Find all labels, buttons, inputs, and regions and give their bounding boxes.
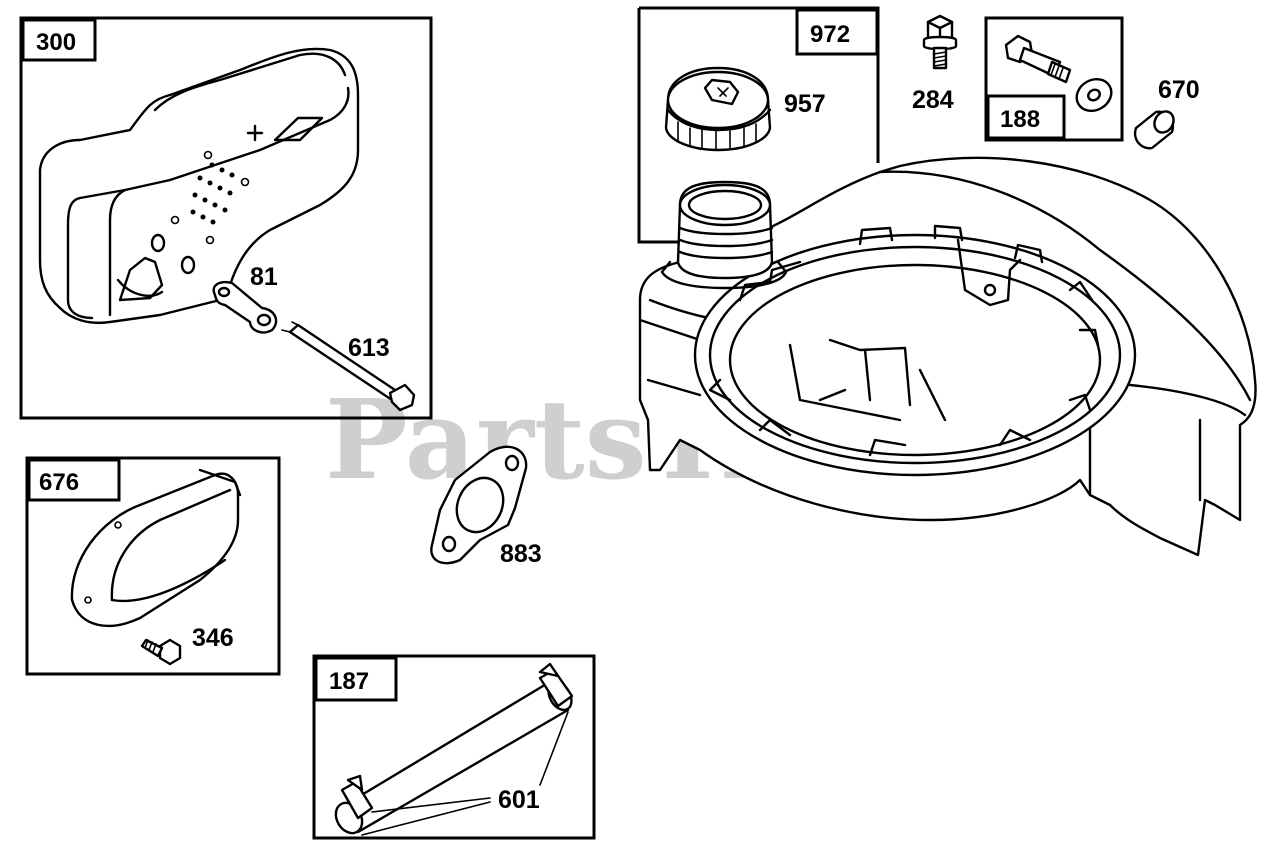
group-box-188: 188 [984, 16, 1124, 142]
part-883-drawing: 883 [430, 445, 542, 568]
fuel-line-drawing: 601 [334, 662, 574, 836]
label-670: 670 [1158, 76, 1200, 104]
group-972-label: 972 [810, 21, 850, 48]
part-81-drawing: 81 [212, 263, 278, 334]
group-187-label: 187 [329, 668, 369, 695]
part-284-drawing: 284 [912, 14, 958, 114]
group-188-label: 188 [1000, 106, 1040, 133]
group-box-972: 972 [637, 6, 880, 244]
label-957: 957 [784, 90, 826, 118]
label-883: 883 [500, 540, 542, 568]
part-188-drawing [1004, 34, 1113, 113]
label-81: 81 [250, 263, 278, 291]
muffler-vent-holes [170, 150, 250, 245]
muffler-guard-drawing [70, 468, 242, 627]
blower-housing-drawing [638, 156, 1257, 557]
group-box-187: 187 [312, 654, 596, 840]
muffler-drawing [38, 47, 360, 324]
group-676-label: 676 [39, 469, 79, 496]
group-box-300: 300 [19, 16, 433, 420]
part-613-drawing: 613 [281, 321, 416, 412]
part-957-drawing: 957 [664, 66, 826, 152]
label-601: 601 [498, 786, 540, 814]
part-670-drawing: 670 [1133, 76, 1200, 150]
group-box-676: 676 [25, 456, 281, 676]
label-613: 613 [348, 334, 390, 362]
part-346-drawing: 346 [140, 624, 234, 666]
label-346: 346 [192, 624, 234, 652]
group-300-label: 300 [36, 29, 76, 56]
label-284: 284 [912, 86, 954, 114]
